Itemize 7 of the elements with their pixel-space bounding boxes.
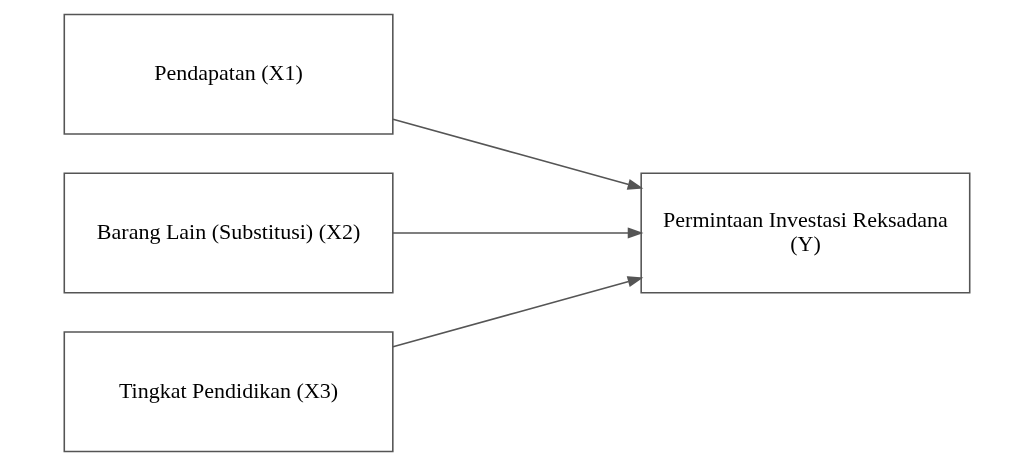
arrow [391, 227, 643, 239]
node-box: Barang Lain (Substitusi) (X2) [63, 172, 394, 294]
node-box: Tingkat Pendidikan (X3) [63, 331, 394, 453]
node-box: Permintaan Investasi Reksadana (Y) [639, 172, 970, 294]
arrow [391, 118, 643, 190]
node-box: Pendapatan (X1) [63, 13, 394, 135]
arrow [391, 276, 643, 348]
